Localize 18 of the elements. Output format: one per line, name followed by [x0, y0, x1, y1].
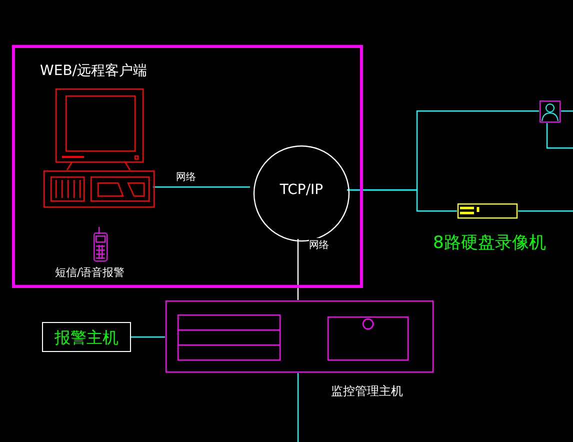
connector-line [297, 373, 299, 442]
connector-line [297, 239, 299, 300]
group-heading: WEB/远程客户端 [40, 62, 148, 80]
connector-line [518, 210, 573, 212]
circle-label: TCP/IP [278, 182, 324, 198]
group-box [12, 45, 363, 288]
connector-line [153, 186, 250, 188]
box-label: 报警主机 [54, 328, 120, 349]
edge-label: 网络 [309, 238, 329, 252]
node-caption: 短信/语音报警 [55, 265, 125, 280]
connector-line [561, 110, 573, 112]
node-caption: 8路硬盘录像机 [433, 232, 546, 254]
connector-line [546, 123, 573, 149]
edge-label: 网络 [176, 170, 196, 184]
node-caption: 监控管理主机 [331, 383, 403, 400]
connector-line [131, 336, 165, 338]
process-box [42, 322, 131, 352]
connector-line [347, 189, 457, 212]
